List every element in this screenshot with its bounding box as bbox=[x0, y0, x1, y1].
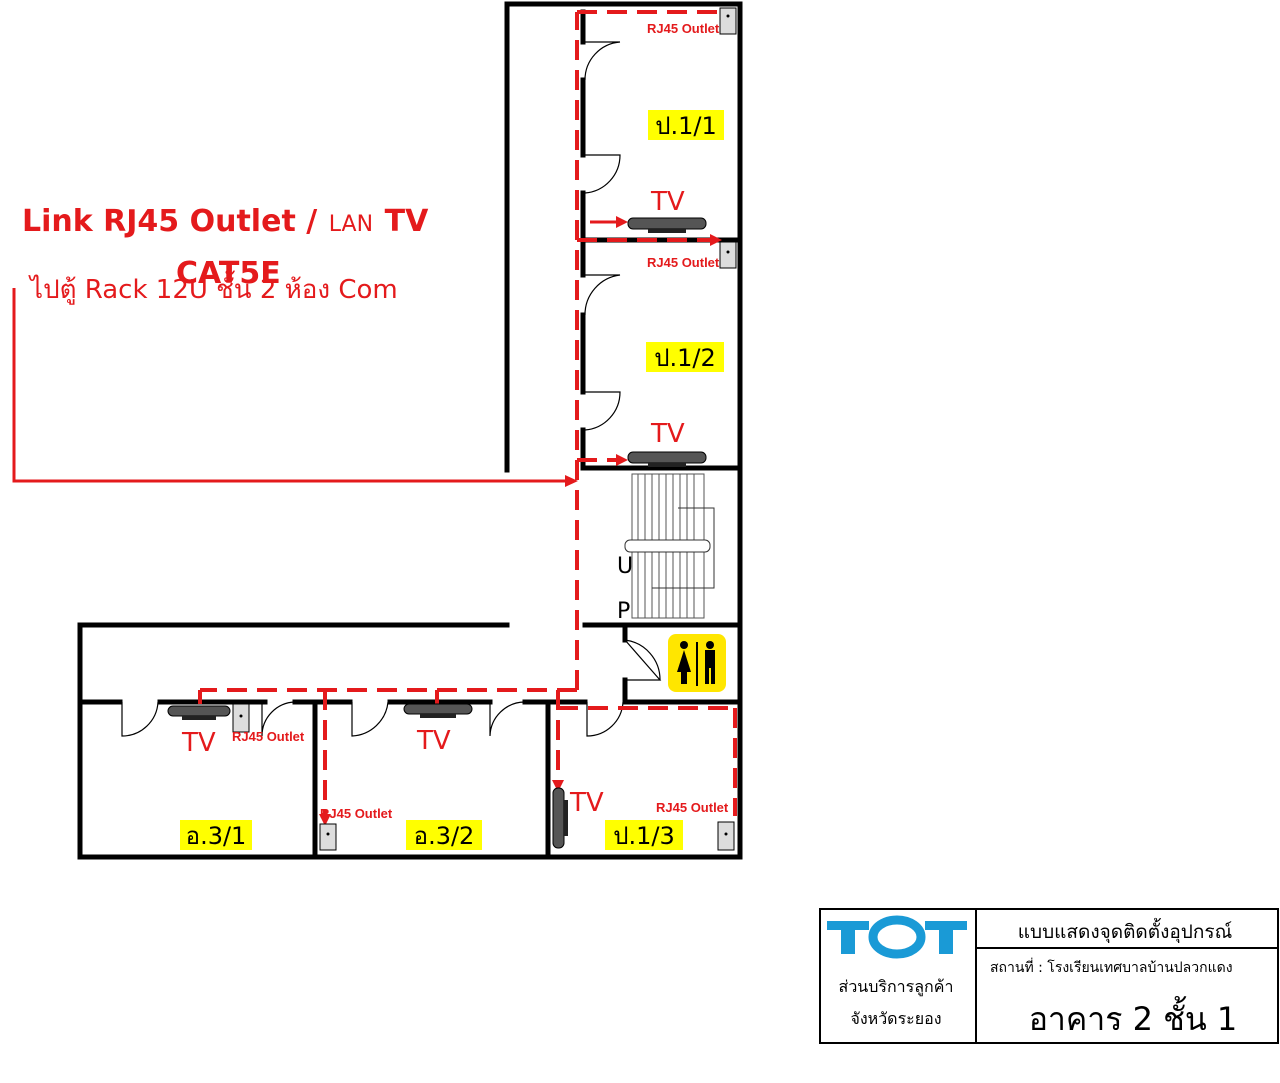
org-line1: ส่วนบริการลูกค้า bbox=[839, 977, 954, 997]
tv-label: TV bbox=[569, 788, 604, 818]
tv-icon bbox=[627, 217, 707, 233]
rj45-label: RJ45 Outlet bbox=[647, 255, 720, 270]
rj45-label: RJ45 Outlet bbox=[656, 800, 729, 815]
rj45-outlet-icon bbox=[319, 823, 337, 851]
tv-label: TV bbox=[650, 187, 685, 217]
staircase: U P bbox=[617, 473, 715, 624]
link-title-line1: Link RJ45 Outlet / LAN TV bbox=[22, 204, 429, 239]
rj45-outlet-icon bbox=[232, 703, 250, 733]
room-label-a3-2: อ.3/2 bbox=[414, 822, 475, 850]
title-block: ส่วนบริการลูกค้า จังหวัดระยอง แบบแสดงจุด… bbox=[819, 908, 1279, 1044]
stair-up-u: U bbox=[617, 554, 633, 579]
rj45-outlets bbox=[232, 7, 737, 851]
restroom-icon bbox=[668, 634, 726, 692]
tv-units bbox=[167, 217, 707, 849]
rj45-label: RJ45 Outlet bbox=[232, 729, 305, 744]
link-title: Link RJ45 Outlet / LAN TV CAT5E ไปตู้ Ra… bbox=[22, 204, 429, 305]
tv-label: TV bbox=[650, 419, 685, 449]
drawing-title: แบบแสดงจุดติดตั้งอุปกรณ์ bbox=[1018, 918, 1232, 944]
building-floor: อาคาร 2 ชั้น 1 bbox=[1029, 996, 1238, 1038]
rj45-label: RJ45 Outlet bbox=[647, 21, 720, 36]
tv-label: TV bbox=[181, 728, 216, 758]
room-label-p1-2: ป.1/2 bbox=[654, 344, 716, 372]
stair-up-p: P bbox=[617, 599, 630, 624]
tot-logo bbox=[827, 915, 967, 959]
doors bbox=[121, 41, 662, 737]
tv-icon bbox=[552, 787, 568, 849]
room-labels: ป.1/1 ป.1/2 อ.3/1 อ.3/2 ป.1/3 bbox=[180, 110, 724, 850]
tv-icon bbox=[627, 451, 707, 467]
cable-routes bbox=[12, 10, 737, 826]
building-walls bbox=[77, 1, 743, 860]
room-label-a3-1: อ.3/1 bbox=[186, 822, 247, 850]
link-title-line2: CAT5E bbox=[176, 256, 281, 291]
org-line2: จังหวัดระยอง bbox=[850, 1009, 941, 1028]
location-text: สถานที่ : โรงเรียนเทศบาลบ้านปลวกแดง bbox=[990, 958, 1233, 976]
rj45-label: RJ45 Outlet bbox=[320, 806, 393, 821]
room-label-p1-1: ป.1/1 bbox=[655, 112, 717, 140]
link-title-line3: ไปตู้ Rack 12U ชั้น 2 ห้อง Com bbox=[28, 270, 398, 305]
rj45-outlet-icon bbox=[717, 821, 735, 851]
tv-icon bbox=[403, 703, 473, 718]
room-label-p1-3: ป.1/3 bbox=[613, 822, 675, 850]
tv-icon bbox=[167, 705, 231, 720]
rj45-outlet-icon bbox=[719, 7, 737, 35]
tv-label: TV bbox=[416, 726, 451, 756]
rj45-outlet-icon bbox=[719, 241, 737, 269]
